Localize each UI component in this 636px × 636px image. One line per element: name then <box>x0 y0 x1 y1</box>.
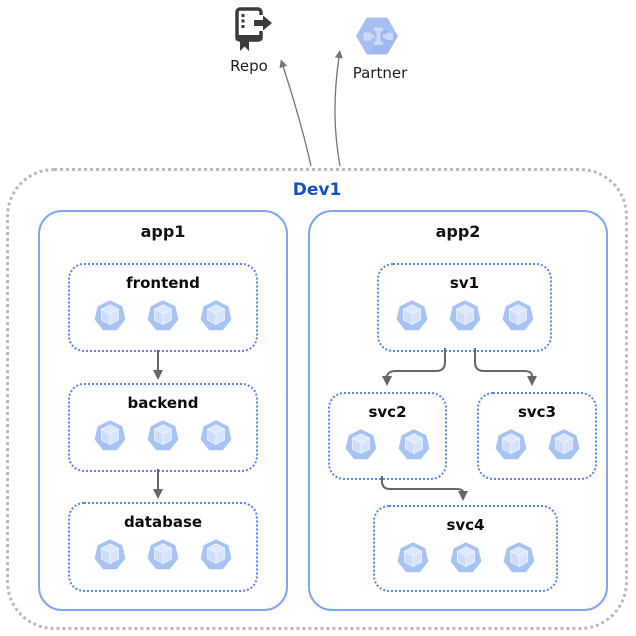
svc2-label: svc2 <box>368 403 407 421</box>
pod-icon <box>145 417 181 455</box>
pod-icon <box>198 297 234 335</box>
pod-icon <box>145 536 181 574</box>
service-svc3: svc3 <box>477 392 597 480</box>
svc3-label: svc3 <box>517 403 557 421</box>
pod-icon <box>198 417 234 455</box>
svc3-pods <box>479 426 595 464</box>
dev1-boundary-label: Dev1 <box>292 180 342 200</box>
pod-icon <box>92 297 128 335</box>
service-svc4: svc4 <box>373 505 558 592</box>
backend-label: backend <box>127 394 199 412</box>
sv1-pods <box>379 297 550 335</box>
dev1-boundary: Dev1 app1 frontend backend database app2… <box>6 168 628 630</box>
pod-icon <box>198 536 234 574</box>
app2-label: app2 <box>435 222 481 241</box>
pod-icon <box>448 539 484 577</box>
pod-icon <box>447 297 483 335</box>
pod-icon <box>501 539 537 577</box>
app2-group: app2 sv1 svc2 svc3 svc4 <box>308 210 608 611</box>
pod-icon <box>92 417 128 455</box>
pod-icon <box>92 536 128 574</box>
service-sv1: sv1 <box>377 263 552 352</box>
svc4-label: svc4 <box>446 516 485 534</box>
service-svc2: svc2 <box>328 392 447 480</box>
app1-group: app1 frontend backend database <box>38 210 288 611</box>
svc2-pods <box>330 426 445 464</box>
partner-label: Partner <box>352 64 408 82</box>
repo-label: Repo <box>230 57 268 75</box>
pod-icon <box>145 297 181 335</box>
repo-node <box>230 6 274 52</box>
frontend-pods <box>70 297 256 335</box>
app1-label: app1 <box>140 222 186 241</box>
partner-interconnect-icon <box>356 17 398 55</box>
database-label: database <box>123 513 203 531</box>
frontend-label: frontend <box>126 274 200 292</box>
database-pods <box>70 536 256 574</box>
svc4-pods <box>375 539 556 577</box>
service-frontend: frontend <box>68 263 258 352</box>
edge-dev1-repo <box>279 59 312 167</box>
source-repository-icon <box>235 7 272 51</box>
partner-node <box>353 13 401 59</box>
pod-icon <box>396 426 432 464</box>
service-backend: backend <box>68 383 258 472</box>
pod-icon <box>500 297 536 335</box>
pod-icon <box>394 297 430 335</box>
service-database: database <box>68 502 258 592</box>
pod-icon <box>343 426 379 464</box>
sv1-label: sv1 <box>449 274 480 292</box>
pod-icon <box>395 539 431 577</box>
backend-pods <box>70 417 256 455</box>
pod-icon <box>546 426 582 464</box>
pod-icon <box>493 426 529 464</box>
